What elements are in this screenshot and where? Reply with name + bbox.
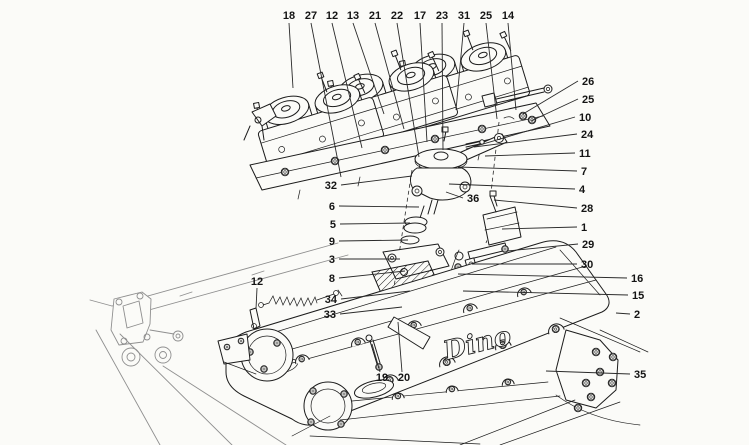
leader-line-1-19: [501, 226, 578, 230]
callout-label-36-34: 36: [467, 193, 479, 205]
leader-line-27-1: [310, 22, 342, 178]
leader-line-36-34: [445, 191, 464, 199]
leader-line-4-17: [448, 183, 576, 190]
fuel-line-nut-25: [527, 115, 537, 125]
leader-line-15-23: [462, 290, 629, 296]
callout-label-19-36: 19: [376, 372, 388, 384]
callout-label-17-6: 17: [414, 10, 426, 22]
leader-line-23-7: [441, 22, 444, 151]
callout-label-3-30: 3: [329, 254, 335, 266]
accelerator-pump-lever: [243, 103, 277, 141]
callout-label-23-7: 23: [436, 10, 448, 22]
callout-label-18-0: 18: [283, 10, 295, 22]
leader-line-25-12: [530, 98, 579, 122]
idle-lever-12: [249, 307, 261, 330]
callout-label-11-15: 11: [579, 148, 591, 160]
callout-label-22-5: 22: [391, 10, 403, 22]
leader-line-24-14: [473, 133, 578, 148]
leader-line-17-6: [419, 22, 428, 143]
leader-line-10-13: [465, 116, 576, 150]
callout-label-35-25: 35: [634, 369, 646, 381]
leader-line-34-32: [340, 290, 411, 300]
fuel-line: [481, 84, 553, 125]
leader-line-35-25: [545, 370, 631, 375]
leader-line-16-22: [457, 273, 628, 279]
callout-label-7-16: 7: [581, 166, 587, 178]
callout-label-20-37: 20: [398, 372, 410, 384]
callout-label-32-26: 32: [325, 180, 337, 192]
cover-ridge-bolts: [295, 287, 532, 365]
callout-label-27-1: 27: [305, 10, 317, 22]
leader-line-2-24: [615, 312, 631, 315]
leader-line-6-27: [338, 205, 420, 208]
leader-line-9-29: [338, 239, 409, 242]
bellcrank-diaphragm: [409, 126, 472, 201]
callout-label-13-3: 13: [347, 10, 359, 22]
callout-label-25-12: 25: [582, 94, 594, 106]
callout-label-34-32: 34: [325, 294, 338, 306]
leader-line-13-3: [352, 22, 385, 115]
leader-line-12-2: [331, 22, 363, 149]
callout-label-30-21: 30: [581, 259, 593, 271]
callout-label-15-23: 15: [632, 290, 644, 302]
callout-label-14-10: 14: [502, 10, 515, 22]
callout-label-6-27: 6: [329, 201, 335, 213]
callout-label-12-35: 12: [251, 276, 263, 288]
leader-line-12-35: [255, 287, 258, 310]
cover-edge-bolts: [324, 323, 565, 404]
callout-label-26-11: 26: [582, 76, 594, 88]
intake-manifold: [249, 102, 551, 200]
leader-line-28-18: [493, 199, 578, 209]
leader-line-26-11: [522, 80, 579, 115]
leader-line-22-5: [396, 22, 420, 158]
callout-label-29-20: 29: [582, 239, 594, 251]
leader-line-8-31: [338, 270, 406, 279]
callout-label-9-29: 9: [329, 236, 335, 248]
callout-label-4-17: 4: [579, 184, 586, 196]
callout-label-10-13: 10: [579, 112, 591, 124]
callout-label-8-31: 8: [329, 273, 335, 285]
callout-label-16-22: 16: [631, 273, 643, 285]
leader-line-32-26: [340, 175, 413, 186]
leader-line-11-15: [484, 152, 576, 157]
carburetor-assembly: [243, 18, 553, 200]
callout-label-2-24: 2: [634, 309, 640, 321]
callout-label-25-9: 25: [480, 10, 492, 22]
callout-label-12-2: 12: [326, 10, 338, 22]
stud-19: [365, 334, 383, 371]
leader-line-5-28: [339, 222, 411, 225]
engine-mount-right: [555, 317, 649, 426]
valve-cover: Dino: [217, 240, 610, 426]
callout-label-24-14: 24: [581, 129, 594, 141]
leader-line-7-16: [457, 166, 578, 172]
leader-line-33-33: [339, 306, 403, 315]
lower-valve-cover: [291, 378, 621, 445]
leader-line-29-20: [506, 243, 579, 252]
background-engine: [89, 242, 349, 445]
leader-line-31-8: [455, 22, 465, 111]
cam-bore-flange: [217, 328, 294, 382]
leader-line-18-0: [288, 22, 294, 89]
leader-line-20-37: [397, 321, 403, 373]
leader-line-19-36: [371, 343, 381, 373]
callout-label-33-33: 33: [324, 309, 336, 321]
callout-label-28-18: 28: [581, 203, 593, 215]
callout-label-21-4: 21: [369, 10, 381, 22]
fuel-line-nut-26: [518, 111, 528, 121]
callout-label-1-19: 1: [581, 222, 587, 234]
leader-line-21-4: [374, 22, 405, 130]
callout-label-5-28: 5: [330, 219, 336, 231]
callout-label-31-8: 31: [458, 10, 470, 22]
leader-line-25-9: [485, 22, 498, 120]
leader-line-14-10: [507, 22, 517, 111]
return-spring: [258, 289, 343, 308]
